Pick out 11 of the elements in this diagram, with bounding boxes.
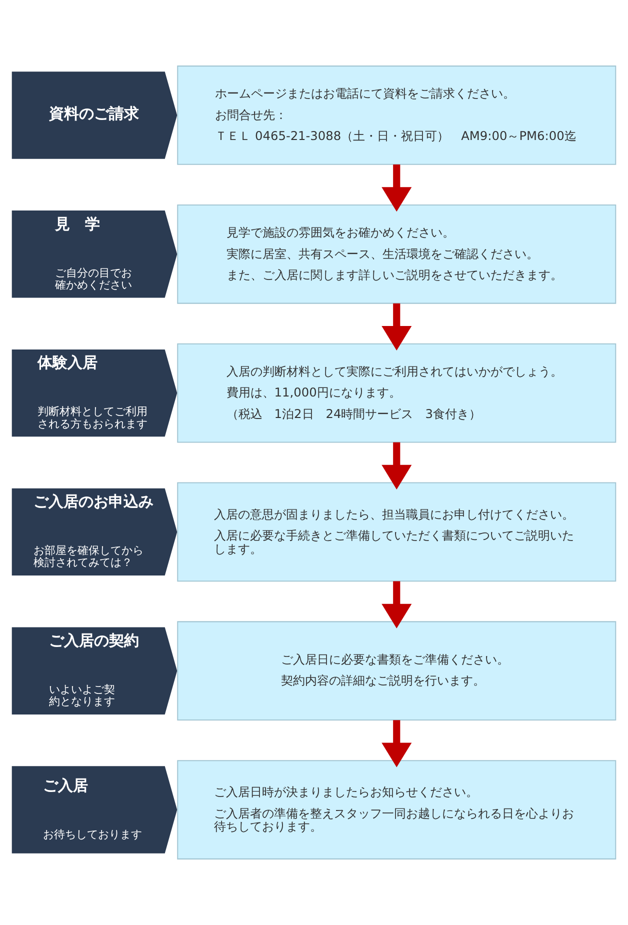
arrow: [382, 720, 412, 768]
arrow: [382, 581, 412, 628]
arrow: [382, 442, 412, 490]
arrow: [382, 164, 412, 212]
node-box: 見学で施設の雰囲気をお確かめください。 実際に居室、共有スペース、生活環境をご確認ください。 また、ご入居に関します詳しいご説明をさせていただきます。: [177, 204, 616, 304]
node-box: 入居の意思が固まりましたら、担当職員にお申し付けてください。 入居に必要な手続きとご準備していただく書類についてご説明いたします。: [177, 482, 616, 582]
node-box: 入居の判断材料として実際にご利用されてはいかがでしょう。 費用は、11,000円になります。 （税込 1泊2日 24時間サービス 3食付き）: [177, 343, 616, 443]
node-box: ご入居日時が決まりましたらお知らせください。 ご入居者の準備を整えスタッフ一同お越しになられる日を心よりお待ちしております。: [177, 760, 616, 860]
arrow: [382, 303, 412, 351]
node-box: ご入居日に必要な書類をご準備ください。 契約内容の詳細なご説明を行います。: [177, 621, 616, 721]
node-box: ホームページまたはお電話にて資料をご請求ください。 お問合せ先： ＴＥＬ 0465-21-3088（土・日・祝日可） AM9:00～PM6:00迄: [177, 66, 616, 165]
